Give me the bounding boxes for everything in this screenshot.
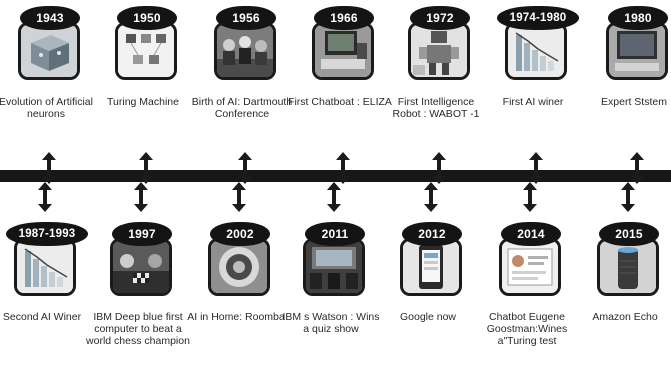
- robot-icon: [408, 22, 470, 80]
- cube-icon: [18, 22, 80, 80]
- double-arrow-icon: [336, 152, 350, 184]
- double-arrow-icon: [134, 182, 148, 212]
- year-badge: 1966: [314, 6, 374, 30]
- chatbot-screen-icon: [499, 238, 561, 296]
- double-arrow-icon: [424, 182, 438, 212]
- double-arrow-icon: [621, 182, 635, 212]
- event-label: Google now: [399, 311, 457, 323]
- declining-chart-icon: [505, 22, 567, 80]
- double-arrow-icon: [529, 152, 543, 184]
- double-arrow-icon: [42, 152, 56, 184]
- event-label: Second AI Winer: [2, 311, 82, 323]
- computer-terminal-icon: [312, 22, 374, 80]
- declining-chart-icon: [14, 238, 76, 296]
- double-arrow-icon: [327, 182, 341, 212]
- event-label: Amazon Echo: [592, 311, 658, 323]
- year-badge: 1987-1993: [6, 222, 88, 246]
- event-label: Expert Ststem: [601, 96, 667, 108]
- year-badge: 2015: [599, 222, 659, 246]
- year-badge: 1997: [112, 222, 172, 246]
- timeline-axis: [0, 170, 671, 182]
- double-arrow-icon: [432, 152, 446, 184]
- year-badge: 1972: [410, 6, 470, 30]
- double-arrow-icon: [238, 152, 252, 184]
- year-badge: 1943: [20, 6, 80, 30]
- year-badge: 2002: [210, 222, 270, 246]
- event-label: Birth of AI: Dartmouth Conference: [191, 96, 293, 120]
- year-badge: 1974-1980: [497, 6, 579, 30]
- smartphone-icon: [400, 238, 462, 296]
- year-badge: 1980: [608, 6, 668, 30]
- double-arrow-icon: [139, 152, 153, 184]
- year-badge: 1950: [117, 6, 177, 30]
- double-arrow-icon: [232, 182, 246, 212]
- event-label: Chatbot Eugene Goostman:Wines a"Turing t…: [486, 311, 568, 347]
- double-arrow-icon: [38, 182, 52, 212]
- event-label: IBM Deep blue first computer to beat a w…: [86, 311, 190, 347]
- robot-vacuum-icon: [208, 238, 270, 296]
- event-label: First AI winer: [502, 96, 564, 108]
- chess-match-icon: [110, 238, 172, 296]
- year-badge: 2011: [305, 222, 365, 246]
- event-label: Turing Machine: [107, 96, 179, 108]
- quiz-show-icon: [303, 238, 365, 296]
- diagram-icon: [115, 22, 177, 80]
- year-badge: 2014: [501, 222, 561, 246]
- event-label: IBM s Watson : Wins a quiz show: [282, 311, 380, 335]
- event-label: First Intelligence Robot : WABOT -1: [392, 96, 480, 120]
- event-label: Evolution of Artificial neurons: [0, 96, 93, 120]
- year-badge: 2012: [402, 222, 462, 246]
- group-photo-icon: [214, 22, 276, 80]
- double-arrow-icon: [630, 152, 644, 184]
- event-label: AI in Home: Roomba: [187, 311, 285, 323]
- computer-icon: [606, 22, 668, 80]
- event-label: First Chatboat : ELIZA: [288, 96, 392, 108]
- smart-speaker-icon: [597, 238, 659, 296]
- year-badge: 1956: [216, 6, 276, 30]
- double-arrow-icon: [523, 182, 537, 212]
